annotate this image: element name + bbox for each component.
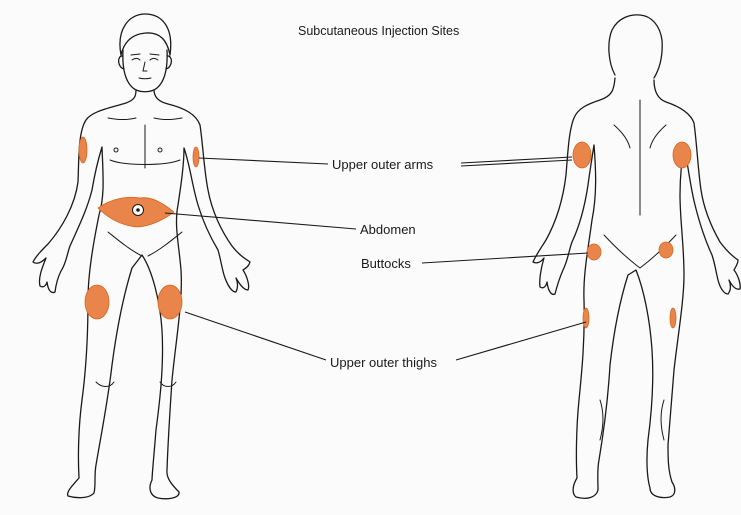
- site-back-arm-right: [673, 142, 691, 168]
- navel-dot: [136, 208, 140, 212]
- back-body-figure: [533, 15, 740, 498]
- front-nipple-right: [158, 148, 162, 152]
- front-eyebrow-right: [150, 54, 159, 55]
- front-nose: [143, 62, 147, 71]
- diagram-title: Subcutaneous Injection Sites: [298, 24, 459, 38]
- site-back-thigh-right: [670, 308, 676, 328]
- label-abdomen: Abdomen: [360, 222, 416, 237]
- back-calf-right: [661, 400, 664, 440]
- leader-arms-back-2: [461, 160, 572, 166]
- front-hip-left: [108, 232, 142, 256]
- front-nipple-left: [114, 148, 118, 152]
- site-front-arm-left: [79, 137, 87, 163]
- back-shoulder-blade-left: [614, 125, 630, 148]
- site-front-arm-right: [193, 147, 199, 167]
- site-back-buttock-right: [659, 242, 673, 258]
- back-shoulder-blade-right: [650, 125, 666, 148]
- back-head: [609, 15, 662, 78]
- front-eye-left: [132, 59, 140, 61]
- front-eyebrow-left: [131, 54, 140, 55]
- leader-thighs-front: [185, 312, 326, 360]
- front-body-outline: [33, 90, 250, 499]
- label-buttocks: Buttocks: [361, 256, 411, 271]
- front-mouth: [139, 78, 151, 79]
- front-knee-left: [96, 382, 114, 387]
- label-upper-outer-thighs: Upper outer thighs: [330, 355, 437, 370]
- front-body-figure: [33, 14, 250, 499]
- leader-arms-back: [461, 157, 572, 163]
- front-hair: [120, 14, 171, 55]
- leader-abdomen: [165, 213, 356, 229]
- site-back-buttock-left: [587, 244, 601, 260]
- site-front-thigh-right: [158, 285, 182, 319]
- front-knee-right: [160, 382, 176, 387]
- site-back-arm-left: [573, 142, 591, 168]
- leader-buttocks: [422, 253, 588, 263]
- label-upper-outer-arms: Upper outer arms: [332, 157, 433, 172]
- leader-arms-front: [199, 158, 328, 164]
- front-collarbone-right: [154, 118, 182, 120]
- site-back-thigh-left: [583, 308, 589, 328]
- leader-thighs-back: [456, 322, 586, 360]
- front-hip-right: [148, 232, 182, 256]
- back-body-outline: [533, 78, 740, 498]
- front-collarbone-left: [108, 118, 136, 120]
- front-eye-right: [150, 59, 158, 61]
- site-front-thigh-left: [85, 285, 109, 319]
